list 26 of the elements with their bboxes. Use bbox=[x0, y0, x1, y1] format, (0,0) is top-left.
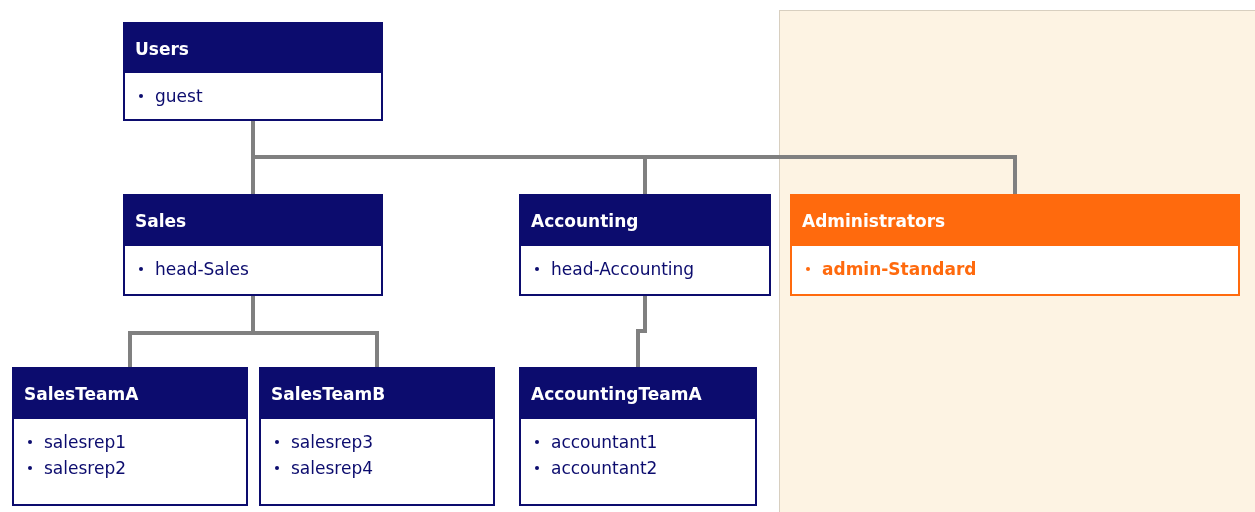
group-box bbox=[259, 367, 495, 506]
member-item: accountant2 bbox=[521, 455, 755, 481]
connector-line bbox=[636, 296, 647, 367]
member-item: salesrep3 bbox=[261, 429, 493, 455]
member-item: salesrep4 bbox=[261, 455, 493, 481]
group-title: AccountingTeamA bbox=[521, 369, 755, 419]
group-title: Sales bbox=[125, 196, 381, 246]
group-box bbox=[123, 22, 383, 121]
member-item: salesrep2 bbox=[14, 455, 246, 481]
group-title: Administrators bbox=[792, 196, 1238, 246]
group-box bbox=[123, 194, 383, 296]
connector-line bbox=[251, 296, 379, 367]
group-title: Users bbox=[125, 24, 381, 73]
group-box bbox=[790, 194, 1240, 296]
group-box bbox=[519, 367, 757, 506]
group-box bbox=[519, 194, 771, 296]
group-box bbox=[12, 367, 248, 506]
member-item: admin-Standard bbox=[792, 256, 1238, 282]
member-item: head-Sales bbox=[125, 256, 381, 282]
member-item: salesrep1 bbox=[14, 429, 246, 455]
member-item: guest bbox=[125, 83, 381, 109]
group-title: SalesTeamA bbox=[14, 369, 246, 419]
member-item: accountant1 bbox=[521, 429, 755, 455]
group-title: SalesTeamB bbox=[261, 369, 493, 419]
group-title: Accounting bbox=[521, 196, 769, 246]
member-item: head-Accounting bbox=[521, 256, 769, 282]
